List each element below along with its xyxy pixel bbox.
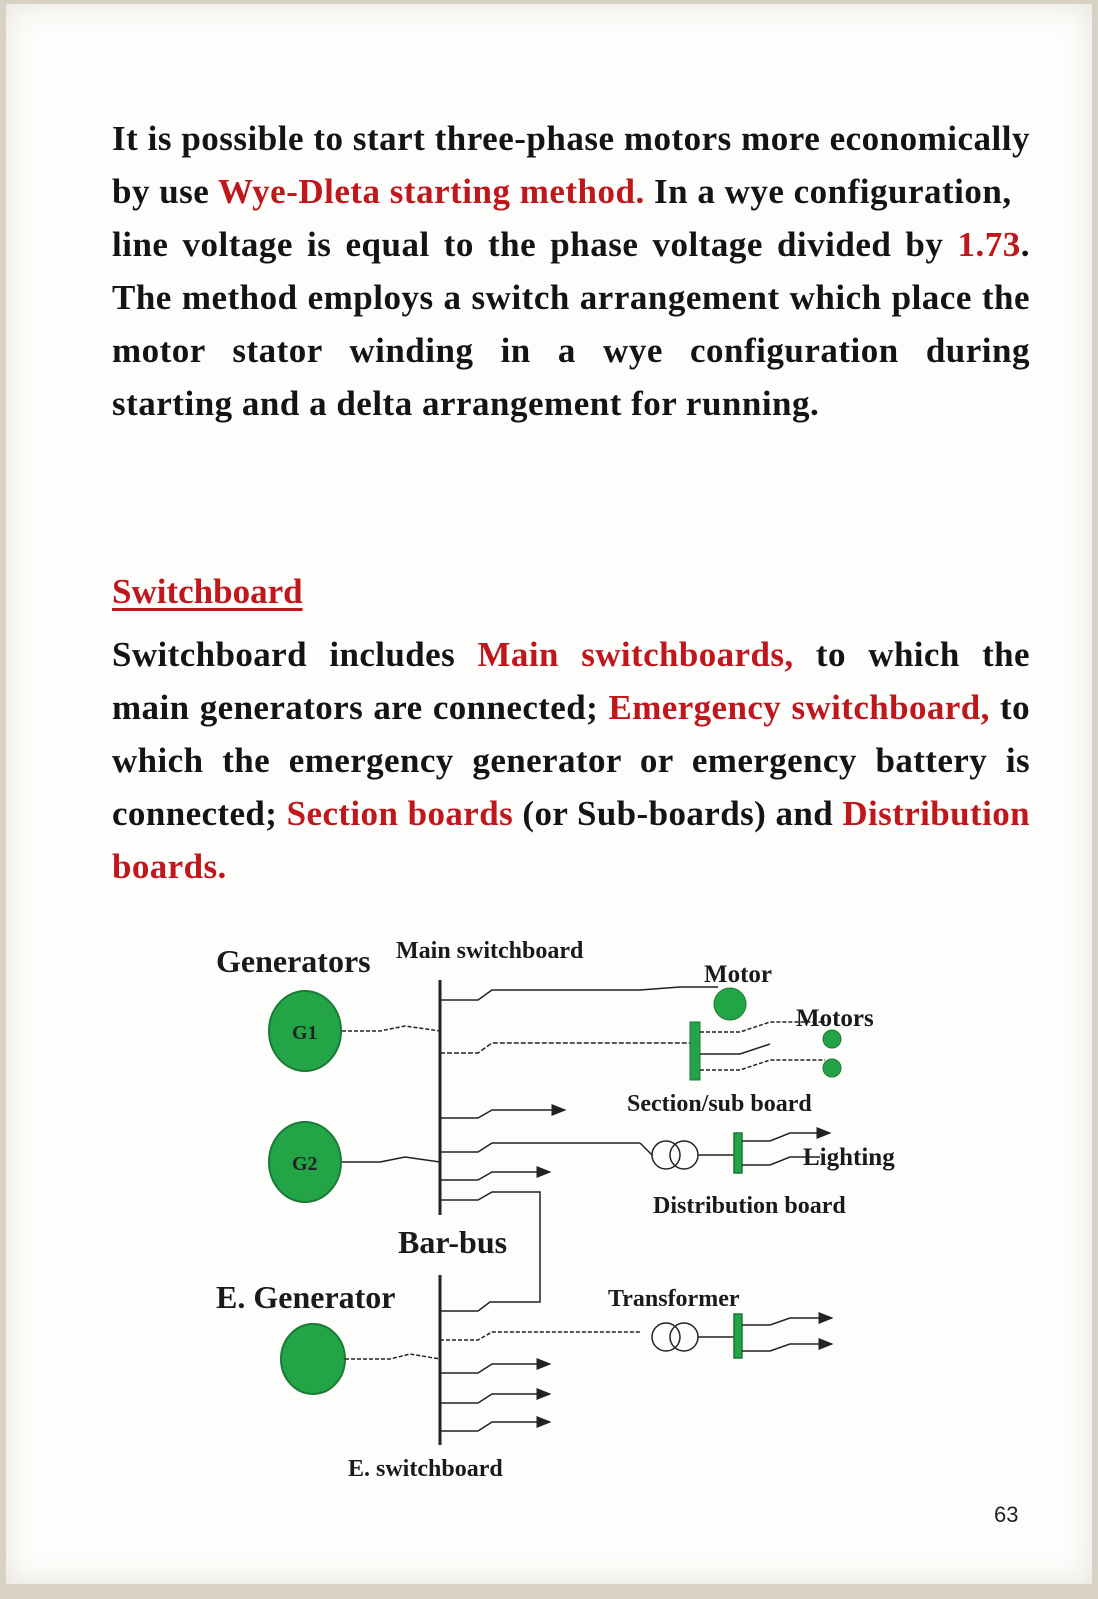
- highlight-emergency-switchboard: Emergency switchboard,: [608, 688, 990, 727]
- highlight-section-boards: Section boards: [286, 794, 514, 833]
- intro-line-1: It is possible to start three-phase moto…: [112, 119, 1030, 211]
- intro-paragraph: It is possible to start three-phase moto…: [112, 112, 1030, 430]
- highlight-ratio: 1.73: [957, 225, 1021, 264]
- section-heading: Switchboard: [112, 572, 303, 611]
- highlight-main-switchboards: Main switchboards,: [477, 635, 794, 674]
- highlight-distribution-boards: Distribution boards.: [112, 794, 1030, 886]
- page-number: 63: [994, 1502, 1019, 1527]
- highlight-wye-delta: Wye-Dleta starting method.: [217, 172, 645, 211]
- switchboard-paragraph: Switchboard includes Main switchboards, …: [112, 635, 1030, 886]
- book-page: [6, 4, 1092, 1584]
- intro-line-2: line voltage is equal to the phase volta…: [112, 225, 1030, 423]
